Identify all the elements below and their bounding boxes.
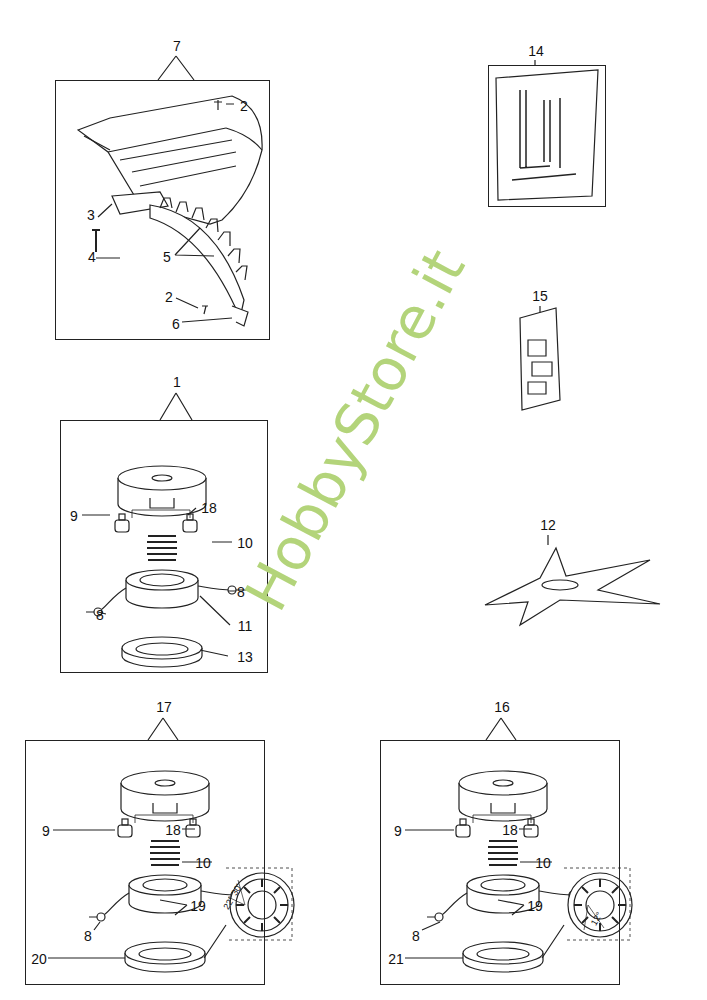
part-frame: 17918108192022° 30': [25, 740, 265, 985]
callout-number: 18: [502, 823, 518, 837]
callout-number: 19: [527, 899, 543, 913]
callout-number: 14: [528, 44, 544, 58]
callout-number: 12: [540, 518, 556, 532]
callout-number: 10: [237, 536, 253, 550]
callout-number: 9: [70, 509, 78, 523]
callout-number: 10: [535, 856, 551, 870]
callout-number: 16: [494, 700, 510, 714]
callout-number: 10: [195, 856, 211, 870]
callout-number: 6: [172, 317, 180, 331]
callout-number: 17: [156, 700, 172, 714]
callout-number: 1: [173, 375, 181, 389]
watermark: HobbyStore.it: [236, 241, 474, 619]
part-frame: 7234526: [55, 80, 270, 340]
callout-number: 15: [532, 289, 548, 303]
callout-number: 5: [163, 250, 171, 264]
callout-number: 18: [201, 501, 217, 515]
callout-number: 2: [165, 290, 173, 304]
part-frame: 191810881113: [60, 420, 268, 673]
callout-number: 8: [412, 929, 420, 943]
callout-number: 9: [394, 824, 402, 838]
callout-number: 4: [88, 250, 96, 264]
callout-number: 7: [173, 39, 181, 53]
callout-number: 22° 30': [222, 883, 244, 912]
callout-number: 21: [388, 952, 404, 966]
callout-number: 3: [87, 208, 95, 222]
callout-number: 2: [240, 99, 248, 113]
callout-number: 18: [165, 823, 181, 837]
callout-number: 13: [237, 650, 253, 664]
part-frame: 14: [488, 65, 606, 207]
callout-number: 19: [190, 899, 206, 913]
callout-number: 20: [31, 952, 47, 966]
callout-number: 11: [238, 619, 253, 633]
callout-number: 12°: [590, 911, 605, 927]
callout-number: 8: [84, 929, 92, 943]
callout-number: 8: [96, 608, 104, 622]
part-frame: 16918108192112°: [380, 740, 620, 985]
callout-number: 9: [42, 824, 50, 838]
